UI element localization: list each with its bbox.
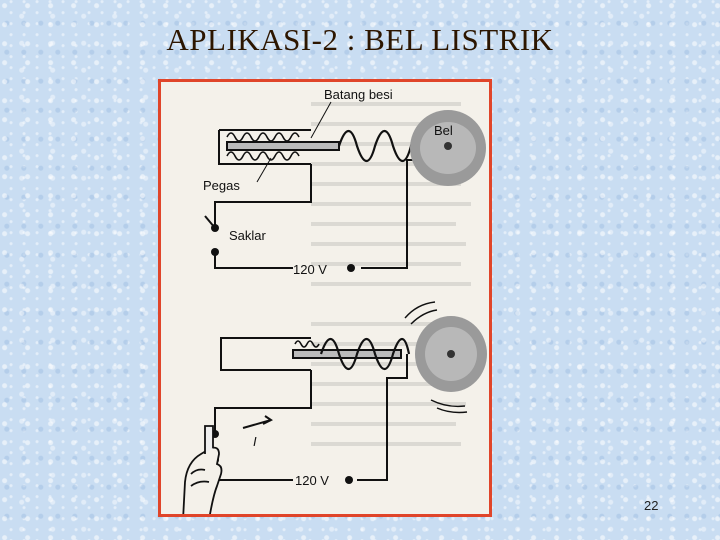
label-bel: Bel [434,123,453,138]
label-pegas: Pegas [203,178,240,193]
power-terminal-bottom [345,476,353,484]
label-saklar: Saklar [229,228,267,243]
label-batang-besi: Batang besi [324,87,393,102]
wire-right-bottom [357,354,408,481]
bell-center-bottom [447,350,455,358]
electric-bell-diagram: Batang besi Bel Pegas Saklar 120 V [182,87,487,514]
housing-bracket [218,129,311,165]
spring-compressed [294,340,320,348]
bell-center-top [444,142,452,150]
label-voltage-top: 120 V [293,262,327,277]
pointer-spring [256,157,272,183]
housing-bracket-bottom [220,337,311,371]
switch-terminal-1 [211,224,219,232]
iron-rod-bottom [292,349,402,359]
vibration-lines-top [404,301,438,325]
pointer-rod [310,101,332,139]
hand-icon [182,425,223,514]
vibration-lines-bottom [430,399,468,414]
iron-rod [226,141,340,151]
wire-bottom-bottom [214,460,293,481]
slide-title: APLIKASI-2 : BEL LISTRIK [166,22,554,57]
electromagnet-coil-bottom [319,337,411,371]
label-current-i: I [253,434,257,449]
power-terminal [347,264,355,272]
label-voltage-bottom: 120 V [295,473,329,488]
wire-left-bottom [214,370,312,434]
wire-bottom-top [214,252,293,269]
current-arrowhead [262,415,273,425]
switch-terminal-2 [211,248,219,256]
electric-bell-figure: Batang besi Bel Pegas Saklar 120 V [158,79,492,517]
page-number: 22 [644,498,659,513]
wire-left-top [214,164,312,228]
